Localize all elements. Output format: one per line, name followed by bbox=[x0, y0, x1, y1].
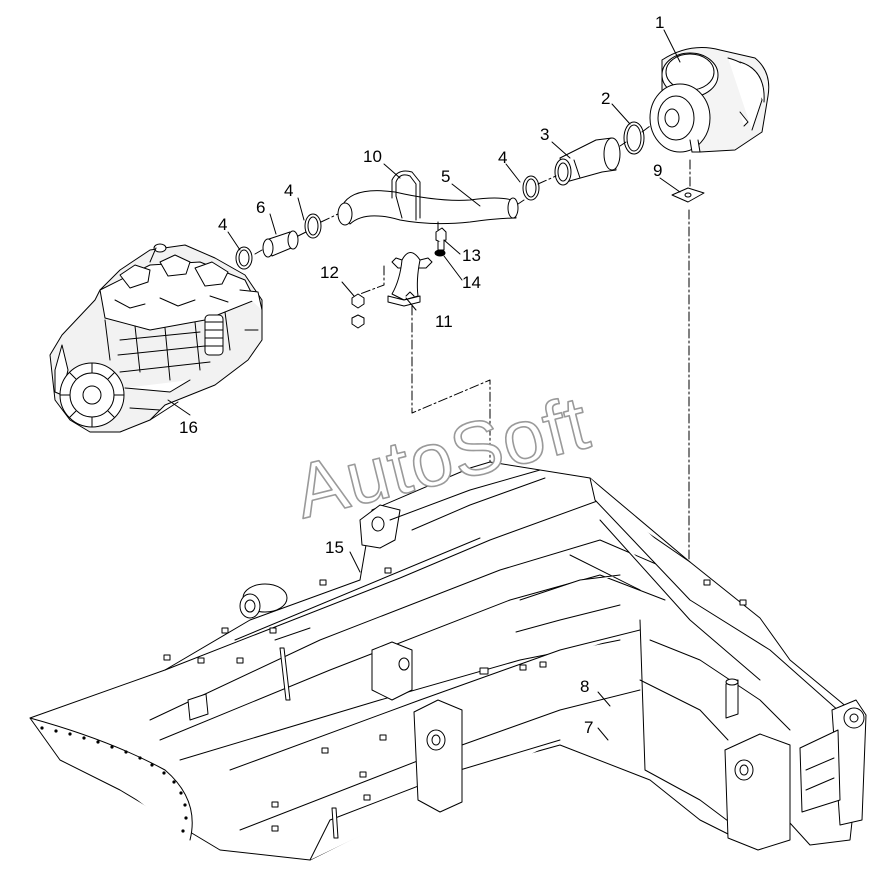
callout-14: 14 bbox=[462, 273, 481, 292]
callout-7: 7 bbox=[584, 718, 593, 737]
nut-12 bbox=[351, 293, 365, 329]
rivet-row bbox=[40, 726, 188, 833]
callout-1: 1 bbox=[655, 13, 664, 32]
callout-2: 2 bbox=[601, 89, 610, 108]
callout-4-right: 4 bbox=[498, 148, 507, 167]
clamp-4-right bbox=[522, 175, 540, 201]
support-rod-10 bbox=[391, 170, 421, 221]
callout-6: 6 bbox=[256, 198, 265, 217]
callout-4-middle: 4 bbox=[284, 181, 293, 200]
engine-assembly bbox=[49, 243, 263, 433]
bolt-13 bbox=[435, 227, 447, 251]
callout-12: 12 bbox=[320, 263, 339, 282]
clamp-4-middle bbox=[304, 213, 322, 239]
callout-15: 15 bbox=[325, 538, 344, 557]
rear-frame bbox=[29, 461, 867, 861]
intake-pipe-5 bbox=[337, 190, 519, 226]
callout-labels: 1 2 3 4 4 4 5 6 7 8 9 10 11 12 13 14 15 … bbox=[179, 13, 664, 737]
callout-10: 10 bbox=[363, 147, 382, 166]
callout-9: 9 bbox=[653, 161, 662, 180]
bracket-11 bbox=[387, 252, 433, 307]
reducer-hose-3 bbox=[554, 137, 621, 186]
leader-16 bbox=[167, 399, 191, 416]
leader-lines bbox=[227, 29, 681, 741]
callout-8: 8 bbox=[580, 677, 589, 696]
callout-13: 13 bbox=[462, 246, 481, 265]
callout-16: 16 bbox=[179, 418, 198, 437]
sleeve-6 bbox=[262, 230, 299, 258]
clamp-4-left bbox=[235, 246, 253, 270]
washer-14 bbox=[434, 249, 446, 257]
callout-11: 11 bbox=[435, 312, 453, 331]
air-cleaner bbox=[649, 47, 770, 153]
ring-clamp-2 bbox=[623, 121, 645, 155]
mounting-tabs bbox=[163, 567, 747, 832]
callout-5: 5 bbox=[441, 167, 450, 186]
callout-4-left: 4 bbox=[218, 215, 227, 234]
callout-3: 3 bbox=[540, 125, 549, 144]
